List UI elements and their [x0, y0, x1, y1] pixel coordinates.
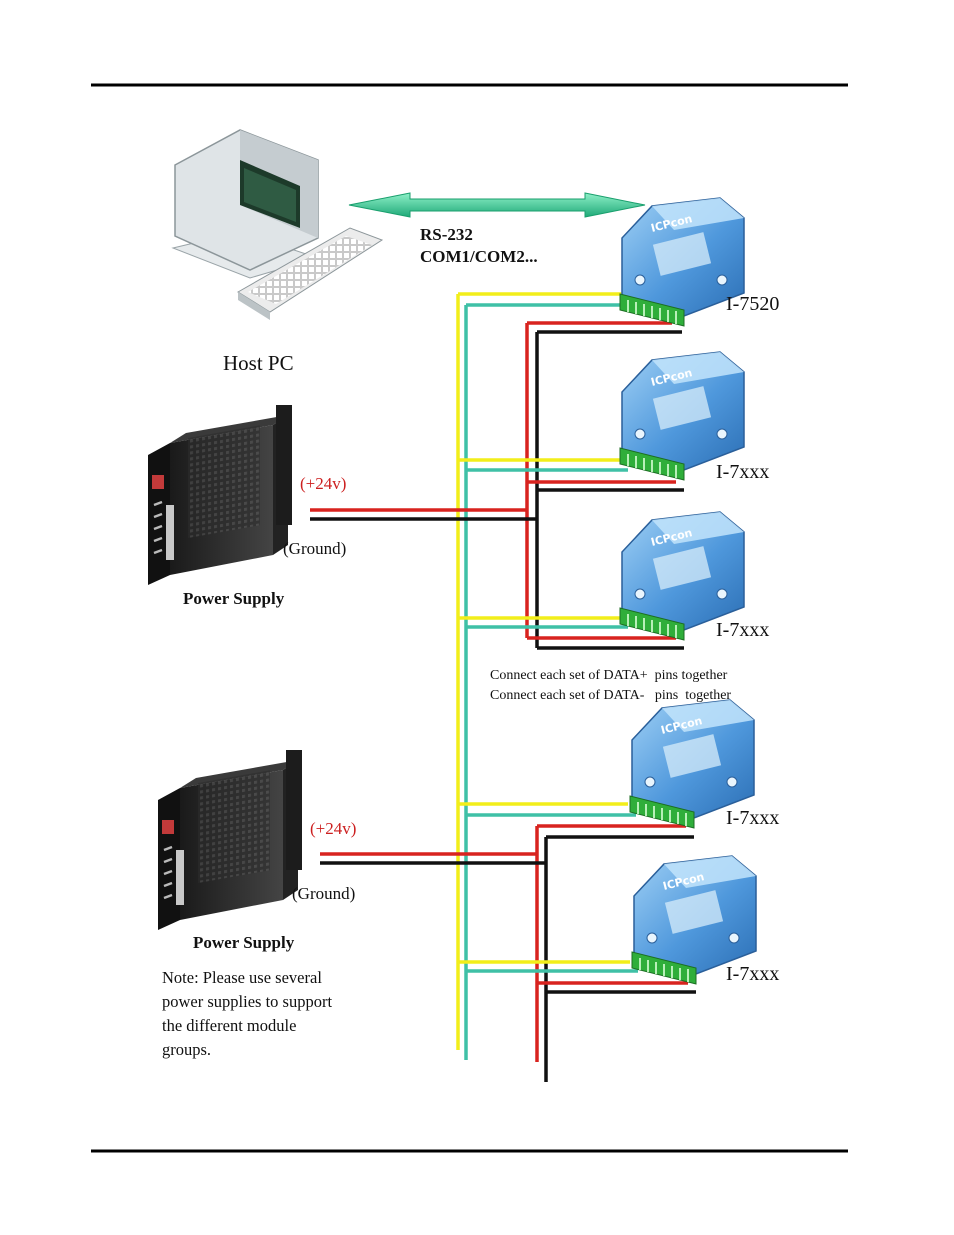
host-pc-icon	[171, 129, 384, 320]
power-supply-1-label: Power Supply	[183, 589, 285, 608]
host-pc-label: Host PC	[223, 351, 294, 375]
power-supply-1-icon	[146, 403, 294, 587]
i7xxx-label-2: I-7xxx	[716, 619, 769, 641]
note-line-4: groups.	[162, 1040, 211, 1059]
i7xxx-label-1: I-7xxx	[716, 461, 769, 483]
power-supply-2-icon	[156, 748, 304, 932]
i7xxx-module-1-icon: ICPcon	[619, 351, 745, 481]
i7xxx-module-4-icon: ICPcon	[631, 855, 757, 985]
note-line-1: Note: Please use several	[162, 968, 322, 987]
connect-data-minus-note: Connect each set of DATA- pins together	[490, 688, 731, 703]
i7xxx-label-3: I-7xxx	[726, 807, 779, 829]
i7xxx-module-3-icon: ICPcon	[629, 699, 755, 829]
i7520-label: I-7520	[726, 293, 779, 315]
power-supply-2-ground-label: (Ground)	[292, 884, 355, 903]
connect-data-plus-note: Connect each set of DATA+ pins together	[490, 668, 728, 683]
rs232-label: RS-232	[420, 225, 473, 244]
note-line-2: power supplies to support	[162, 992, 332, 1011]
power-supply-2-24v-label: (+24v)	[310, 819, 356, 838]
power-supply-note: Note: Please use several power supplies …	[162, 968, 332, 1059]
power-supply-1-ground-label: (Ground)	[283, 539, 346, 558]
note-line-3: the different module	[162, 1016, 296, 1035]
power-supply-2-label: Power Supply	[193, 933, 295, 952]
power-supply-1-24v-label: (+24v)	[300, 474, 346, 493]
i7xxx-module-2-icon: ICPcon	[619, 511, 745, 641]
i7xxx-label-4: I-7xxx	[726, 963, 779, 985]
rs232-link-arrow	[348, 192, 646, 218]
com-port-label: COM1/COM2...	[420, 247, 538, 266]
bus-wiring	[310, 292, 696, 1082]
i7520-module-icon: ICPcon	[619, 197, 745, 327]
